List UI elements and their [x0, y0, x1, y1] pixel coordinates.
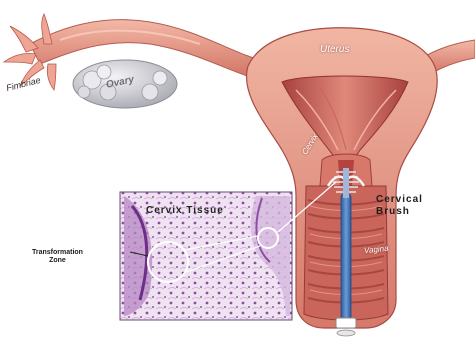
- cervix-tissue-label: Cervix Tissue: [146, 206, 224, 216]
- transformation-zone-label: Transformation Zone: [32, 249, 83, 266]
- uterus-label: Uterus: [320, 45, 349, 55]
- cervical-brush-label: Cervical Brush: [376, 194, 423, 217]
